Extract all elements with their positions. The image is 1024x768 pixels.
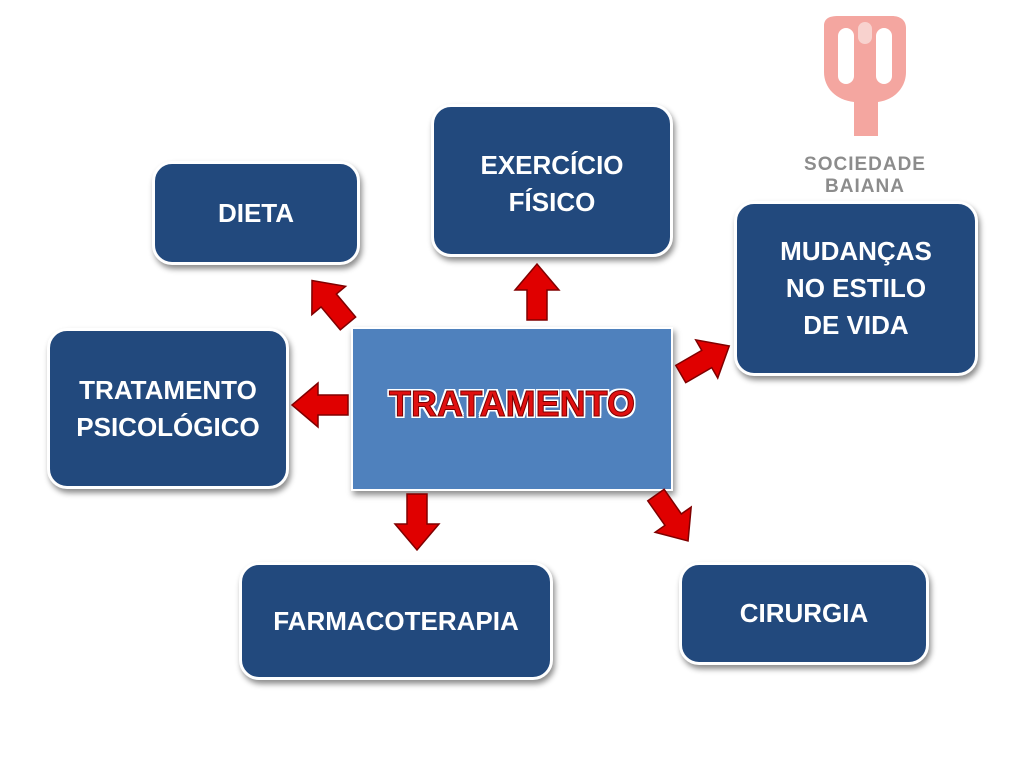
node-dieta: DIETA [152,161,360,265]
arrow-to-mudancas [674,338,731,384]
arrow-to-psicologico [290,381,349,429]
arrow-to-farmacoterapia [393,493,441,552]
node-mudancas-label: MUDANÇAS NO ESTILO DE VIDA [780,236,932,340]
logo-text: SOCIEDADE BAIANA [804,154,926,197]
node-farmacoterapia: FARMACOTERAPIA [239,562,553,680]
node-exercicio-label: EXERCÍCIO FÍSICO [480,150,624,217]
center-title: TRATAMENTO [389,383,636,425]
node-tratamento-psicologico: TRATAMENTO PSICOLÓGICO [47,328,289,489]
node-cirurgia: CIRURGIA [679,562,929,665]
arrow-to-cirurgia [646,488,693,542]
node-cirurgia-label: CIRURGIA [739,598,869,628]
sociedade-baiana-logo: SOCIEDADE BAIANA [790,14,940,204]
cross-logo-icon [824,16,906,136]
center-node-tratamento: TRATAMENTO [351,327,673,491]
node-farmacoterapia-label: FARMACOTERAPIA [273,605,519,636]
node-dieta-label: DIETA [217,197,295,228]
node-exercicio-fisico: EXERCÍCIO FÍSICO [431,104,673,257]
node-psicologico-label: TRATAMENTO PSICOLÓGICO [76,374,260,442]
arrow-to-exercicio [513,262,561,321]
node-mudancas-estilo-vida: MUDANÇAS NO ESTILO DE VIDA [734,201,978,376]
